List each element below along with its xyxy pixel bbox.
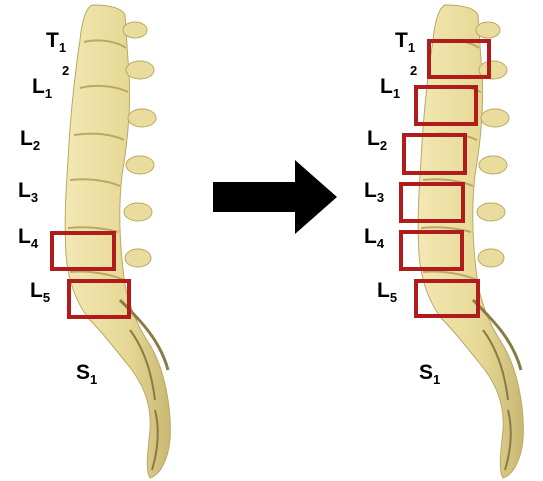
right-highlight-box-l4	[399, 230, 464, 271]
left-superscript-2: 2	[62, 64, 69, 77]
right-arrow-icon	[213, 160, 337, 234]
right-label-l4: L4	[364, 226, 384, 247]
left-label-s1: S1	[76, 362, 97, 383]
left-label-t1: T1	[46, 30, 66, 51]
right-label-l2: L2	[367, 128, 387, 149]
right-highlight-box-l5	[414, 279, 480, 318]
right-label-l5: L5	[377, 280, 397, 301]
right-highlight-box-t12	[427, 39, 491, 79]
left-highlight-box-l4	[50, 231, 116, 271]
left-label-l2: L2	[20, 128, 40, 149]
right-highlight-box-l3	[399, 182, 465, 223]
left-spine-panel: T1 2 L1 L2 L3 L4 L5 S1	[0, 0, 200, 481]
left-label-l3: L3	[18, 180, 38, 201]
right-label-t1: T1	[395, 30, 415, 51]
right-superscript-2: 2	[410, 64, 417, 77]
right-label-l1: L1	[380, 76, 400, 97]
right-highlight-box-l1	[414, 85, 478, 126]
left-label-l5: L5	[30, 280, 50, 301]
right-label-s1: S1	[419, 362, 440, 383]
right-highlight-box-l2	[402, 133, 467, 175]
left-highlight-box-l5	[67, 279, 131, 319]
left-label-l1: L1	[32, 76, 52, 97]
right-spine-panel: T1 2 L1 L2 L3 L4 L5 S1	[343, 0, 543, 481]
right-label-l3: L3	[364, 180, 384, 201]
left-label-l4: L4	[18, 226, 38, 247]
